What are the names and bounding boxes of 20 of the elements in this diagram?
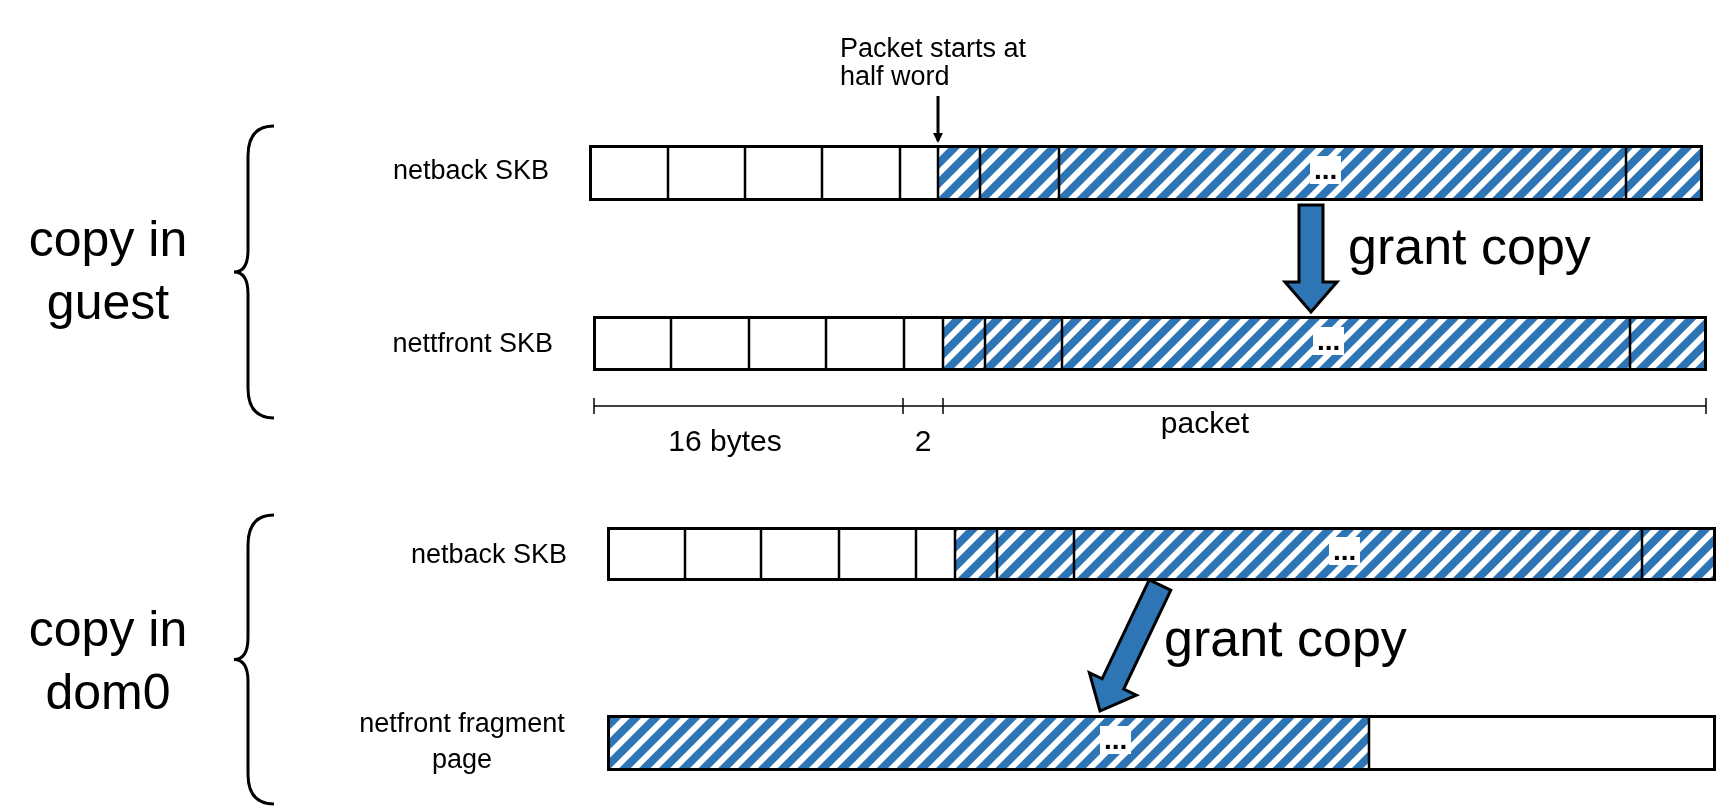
arrow <box>933 96 943 143</box>
memory-bar <box>607 527 1716 581</box>
ellipsis-text: ... <box>1310 156 1342 184</box>
row-label: netback SKB <box>392 154 549 187</box>
row-label: netback SKB <box>410 538 567 571</box>
row-label: netfront fragment page <box>358 707 566 777</box>
section-label: copy in dom0 <box>27 600 189 722</box>
ellipsis-text: ... <box>1100 726 1132 754</box>
memory-bar <box>589 145 1703 201</box>
row-label: nettfront SKB <box>392 327 553 360</box>
dimension-label: 2 <box>913 423 933 459</box>
dimension-label: packet <box>1159 405 1251 441</box>
section-label: copy in guest <box>27 210 189 332</box>
annotation-text: Packet starts at half word <box>840 34 1040 91</box>
memory-bar <box>593 316 1707 371</box>
memory-bar <box>607 715 1716 771</box>
ellipsis-text: ... <box>1329 537 1361 565</box>
ellipsis-text: ... <box>1313 326 1345 355</box>
block-arrow <box>1281 203 1341 315</box>
dimension-label: 16 bytes <box>667 423 783 459</box>
